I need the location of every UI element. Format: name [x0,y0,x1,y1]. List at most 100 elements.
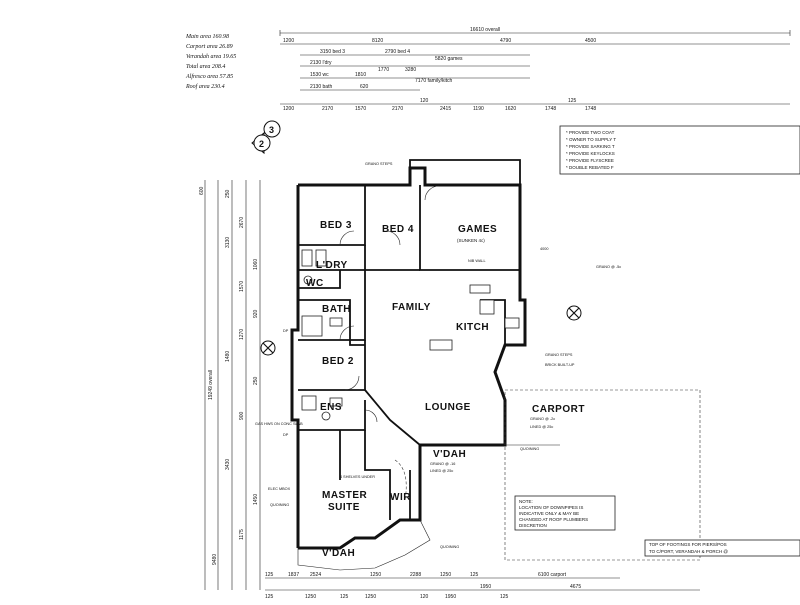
area-note-verandah: Verandah area 19.65 [186,54,236,60]
front-verandah [297,519,431,571]
label-nib-wall: NIB WALL [468,259,486,263]
label-downpipe: DP [283,433,289,437]
bottom-dim: 1250 [305,594,316,600]
room-family: FAMILY [392,302,431,313]
left-dim: 9480 [212,554,218,565]
top-dim-bed4: 2790 bed 4 [385,49,410,55]
left-dim: 3430 [225,459,231,470]
room-games: GAMES [458,224,497,235]
room-games-sub: (SUNKEN 4c) [457,238,485,243]
room-bath: BATH [322,304,351,315]
bottom-dim: 125 [265,594,274,600]
bottom-dim: 1250 [370,572,381,578]
laundry-trough [301,249,313,267]
label-gas-hws: GAS HWS ON CONC SLAB [255,422,303,426]
left-dim: 900 [239,411,245,420]
label-elec-meter: ELEC MBOX [268,487,291,491]
top-dim-4790: 4790 [500,38,511,44]
toilet [303,275,313,285]
general-note: * DOUBLE REBATED F [566,165,614,170]
bathtub [301,315,323,337]
top-dim-1770: 1770 [378,67,389,73]
footing-note-line: TOP OF FOOTINGS FOR PIERS/POS [649,542,727,547]
top-bottom-dim: 1190 [473,106,484,112]
label-quoining-front: QUOINING [440,545,459,549]
section-marker-b: 3 [269,125,274,135]
top-dim-4500: 4500 [585,38,596,44]
top-dim-bath: 2130 bath [310,84,332,90]
overall-width-label: 16610 overall [470,27,500,33]
room-vdah-front: V'DAH [322,548,355,559]
general-note: * OWNER TO SUPPLY T [566,137,616,142]
left-dim: 250 [225,189,231,198]
downpipe-note-line: LOCATION OF DOWNPIPES IS [519,505,583,510]
top-bottom-dim: 125 [568,98,577,104]
general-note: * PROVIDE FLYSCREE [566,158,614,163]
top-bottom-dim: 1748 [545,106,556,112]
top-dim-3280: 3280 [405,67,416,73]
downpipe-note-line: INDICATIVE ONLY & MAY BE [519,511,579,516]
room-vdah-rear: V'DAH [433,449,466,460]
top-dim-family-kitch: 7170 family/kitch [415,78,452,84]
bottom-dim: 120 [420,594,429,600]
room-wir: WIR [390,492,411,503]
label-quoining-carport: QUOINING [520,447,539,451]
room-bed2: BED 2 [322,356,354,367]
room-lounge: LOUNGE [425,402,471,413]
cooktop [479,299,495,315]
downpipe-note-line: DISCRETION [519,523,547,528]
bottom-dim-carport: 6100 carport [538,572,567,578]
annotations: GRANO STEPS GRANO STEPS BRICK BUILT-UP G… [255,162,621,549]
left-dim: 1570 [239,281,245,292]
label-grano-5c: GRANO @ -5c [596,265,621,269]
label-grano-steps: GRANO STEPS [365,162,393,166]
area-note-roof: Roof area 230.4 [185,83,225,90]
cross-markers [260,305,582,356]
vanity-basin [329,317,343,327]
label-downpipe: DP [283,329,289,333]
left-dimensions: 19249 overall 600 250 2670 3130 1060 157… [199,180,261,590]
label-quoining-left: QUOINING [270,503,289,507]
general-note: * PROVIDE KEYLOCKS [566,151,615,156]
bottom-dim: 1250 [440,572,451,578]
room-carport: CARPORT [532,404,585,415]
bottom-dim: 1950 [480,584,491,590]
wir-shelving [394,459,407,501]
left-dim: 3130 [225,237,231,248]
room-master: MASTER [322,490,368,501]
left-dim: 1450 [253,494,259,505]
room-kitch: KITCH [456,322,489,333]
overall-depth-label: 19249 overall [208,370,214,400]
bottom-dim: 1950 [445,594,456,600]
top-bottom-dim: 1748 [585,106,596,112]
left-dim: 600 [199,186,205,195]
bottom-dim: 1837 [288,572,299,578]
label-four-shelves: 4 SHELVES UNDER [340,475,375,479]
area-notes: Main area 160.98 Carport area 26.89 Vera… [185,34,236,90]
general-notes: * PROVIDE TWO COAT * OWNER TO SUPPLY T *… [559,125,800,175]
doors [339,185,440,423]
top-dim-1200: 1200 [283,38,294,44]
top-bottom-dim: 1200 [283,106,294,112]
area-note-total: Total area 208.4 [186,63,225,70]
fridge-recess [504,317,520,329]
bottom-dim: 125 [265,572,274,578]
room-wc: WC [306,278,324,289]
bottom-dim: 2524 [310,572,321,578]
shower [301,395,317,411]
label-brick-built-up: BRICK BUILT-UP [545,363,575,367]
label-lined-25c: LINED @ 25c [430,469,453,473]
top-bottom-dim: 120 [420,98,429,104]
left-dim: 1480 [225,351,231,362]
kitchen-sink [429,339,453,351]
carport [504,389,701,561]
top-bottom-dim: 2170 [322,106,333,112]
top-dim-1810: 1810 [355,72,366,78]
general-note: * PROVIDE TWO COAT [566,130,615,135]
room-bed3: BED 3 [320,220,352,231]
label-carport-lined: LINED @ 25c [530,425,553,429]
left-dim: 1270 [239,329,245,340]
section-markers: 2 3 [251,120,281,155]
